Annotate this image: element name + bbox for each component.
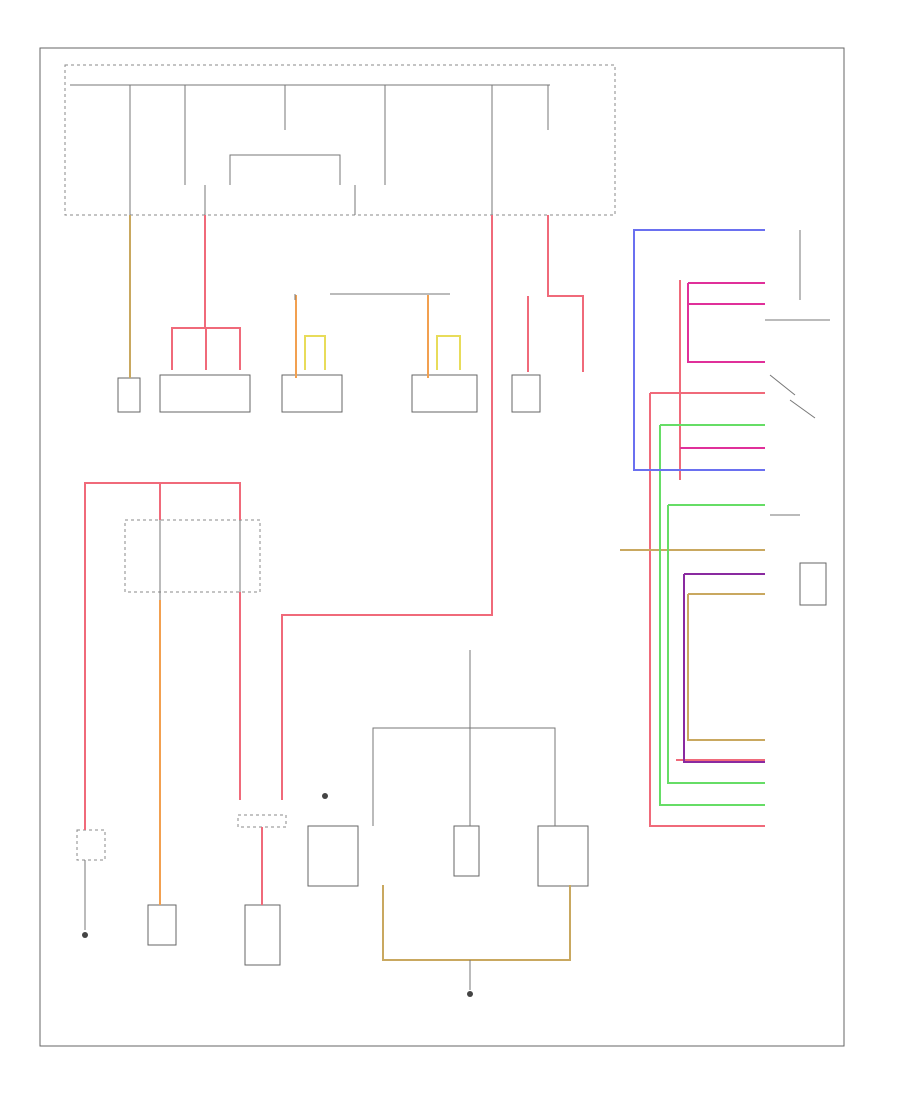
orange-wires: [129, 215, 765, 961]
green-wires: [659, 424, 765, 806]
yellow-wires: [304, 335, 461, 370]
gray-lines: [82, 230, 830, 997]
red-wires: [84, 215, 765, 905]
component-boxes: [76, 374, 827, 966]
page-frame: [39, 47, 845, 1047]
pink-wires: [680, 282, 765, 449]
fuse-box-lower: [124, 519, 261, 600]
fuse-box-top: [64, 64, 616, 216]
blue-wires: [633, 229, 765, 763]
